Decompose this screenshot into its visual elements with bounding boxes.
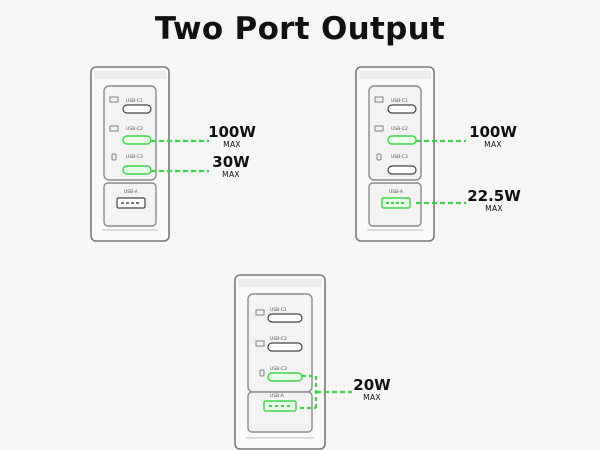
usb-c1-port	[267, 313, 303, 323]
usb-c3-port-active	[267, 372, 303, 382]
connector-lines-1	[151, 139, 209, 173]
charger-3: USB-C1 USB-C2 USB-C3 USB-A	[234, 274, 326, 450]
phone-icon	[259, 369, 265, 377]
port-label-a: USB-A	[270, 393, 285, 399]
connector-lines-2	[416, 139, 466, 205]
port-label-c1: USB-C1	[126, 98, 143, 104]
charger-2: USB-C1 USB-C2 USB-C3 USB-A	[355, 66, 435, 242]
usb-c1-port	[122, 104, 152, 114]
charger-1: USB-C1 USB-C2 USB-C3 USB-A	[90, 66, 170, 242]
usb-c2-port-active	[387, 135, 417, 145]
port-label-a: USB-A	[389, 189, 404, 195]
laptop-icon	[255, 309, 265, 316]
laptop-icon	[109, 96, 119, 103]
port-label-c3: USB-C3	[126, 154, 143, 160]
laptop-icon	[255, 340, 265, 347]
output-label: 100W MAX	[208, 123, 256, 149]
output-label: 100W MAX	[469, 123, 517, 149]
port-label-c1: USB-C1	[270, 307, 287, 313]
port-label-c3: USB-C3	[270, 366, 287, 372]
page-title: Two Port Output	[154, 11, 446, 47]
port-label-a: USB-A	[124, 189, 139, 195]
usb-a-port-active	[263, 400, 297, 412]
laptop-icon	[374, 96, 384, 103]
phone-icon	[376, 153, 382, 161]
usb-c3-port	[387, 165, 417, 175]
output-label: 22.5W MAX	[467, 187, 521, 213]
output-label: 30W MAX	[212, 153, 250, 179]
usb-c2-port	[267, 342, 303, 352]
laptop-icon	[374, 125, 384, 132]
port-label-c3: USB-C3	[391, 154, 408, 160]
port-label-c2: USB-C2	[126, 126, 143, 132]
usb-c2-port-active	[122, 135, 152, 145]
usb-c3-port-active	[122, 165, 152, 175]
output-label: 20W MAX	[353, 376, 391, 402]
laptop-icon	[109, 125, 119, 132]
port-label-c2: USB-C2	[270, 336, 287, 342]
usb-c1-port	[387, 104, 417, 114]
phone-icon	[111, 153, 117, 161]
connector-lines-3	[300, 374, 352, 410]
port-label-c2: USB-C2	[391, 126, 408, 132]
port-label-c1: USB-C1	[391, 98, 408, 104]
